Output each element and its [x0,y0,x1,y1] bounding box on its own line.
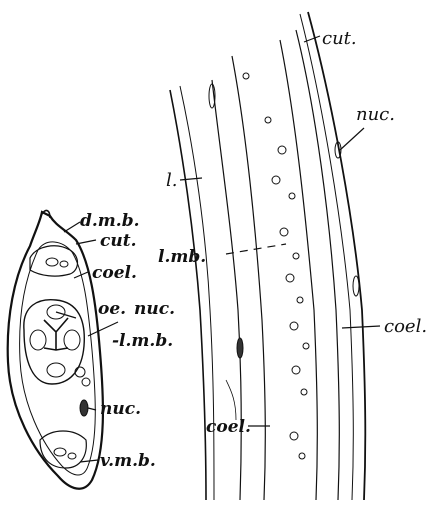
label-coel-bottom: coel. [206,417,251,437]
label-cut-long: cut. [322,28,357,49]
label-lmb-cross: -l.m.b. [112,331,173,351]
label-nuc-long: nuc. [356,104,395,125]
label-dmb: d.m.b. [80,211,140,231]
label-coel-right: coel. [384,316,427,337]
label-lmb-long: l.mb. [158,247,206,267]
gut-cells [243,73,309,459]
gut-right-wall [280,40,317,500]
dorsal-muscle-band [30,246,78,276]
label-l: l. [166,170,177,191]
label-nuc-inner: nuc. [134,299,175,319]
label-oe: oe. [98,299,126,319]
nucleus-dark [80,400,88,416]
left-muscle-band [212,80,241,500]
label-coel-cross: coel. [92,263,137,283]
label-vmb: v.m.b. [100,451,156,471]
labels: d.m.b. cut. coel. oe. nuc. -l.m.b. nuc. … [80,28,427,471]
label-cut-cross: cut. [100,231,136,251]
left-cuticle-outer [170,90,206,500]
cross-section-drawing [8,211,103,489]
left-cuticle-inner [180,86,214,500]
label-nuc-cross: nuc. [100,399,141,419]
